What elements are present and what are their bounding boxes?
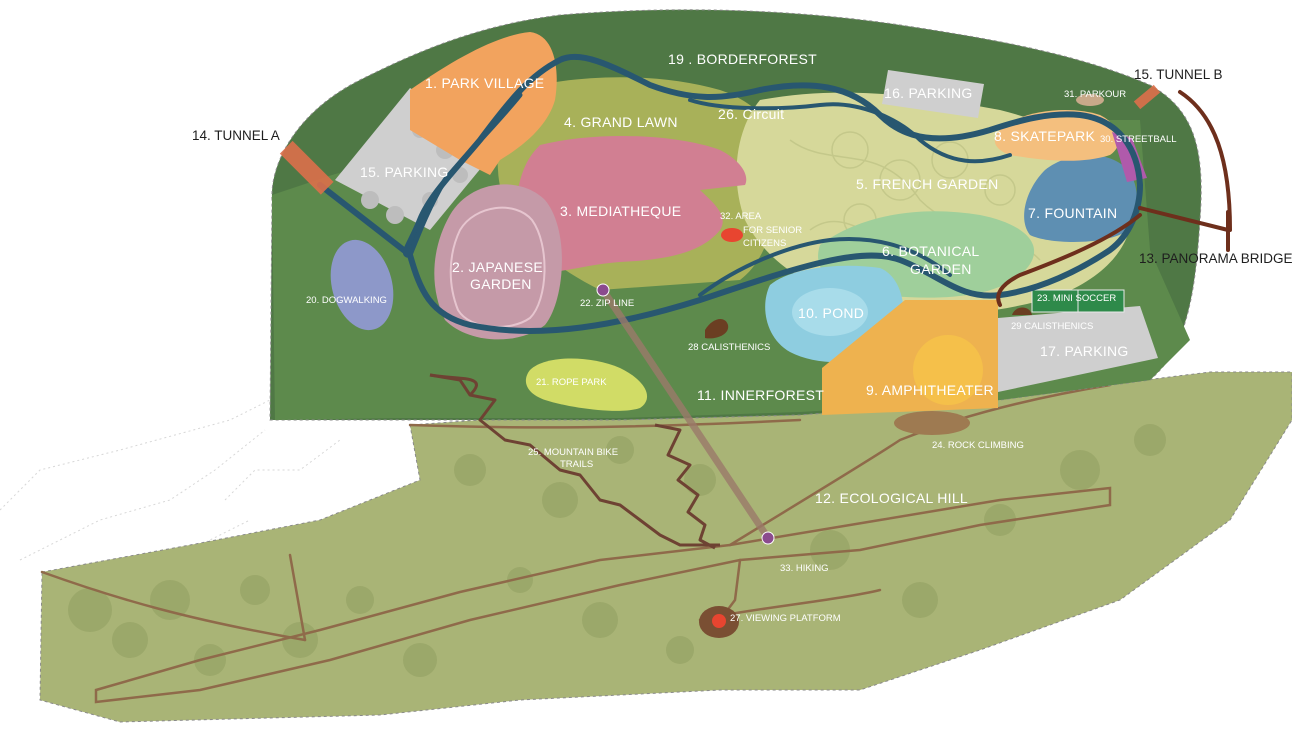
label-circuit: 26. Circuit — [718, 106, 784, 122]
label-park-village: 1. PARK VILLAGE — [425, 75, 544, 91]
japanese-garden-ring — [449, 206, 546, 328]
parking-17 — [998, 306, 1158, 392]
label-tunnel-b: 15. TUNNEL B — [1134, 67, 1223, 82]
ecological-hill-area — [39, 371, 1292, 723]
label-innerforest: 11. INNERFOREST — [697, 387, 824, 403]
zip-line-bottom-station — [761, 531, 775, 545]
label-calisthenics-29: 29 CALISTHENICS — [1011, 321, 1093, 332]
park-village-area — [410, 32, 557, 175]
label-parking-17: 17. PARKING — [1040, 343, 1129, 359]
zip-line-top-station — [596, 283, 610, 297]
pond-inner — [792, 288, 868, 336]
label-zip-line: 22. ZIP LINE — [580, 298, 634, 309]
mediatheque-area — [513, 135, 747, 272]
skatepark-area — [994, 110, 1119, 161]
label-grand-lawn: 4. GRAND LAWN — [564, 114, 678, 130]
calisthenics-28-area — [705, 318, 729, 339]
rock-climbing-area — [894, 411, 970, 435]
label-parking-15: 15. PARKING — [360, 164, 449, 180]
label-calisthenics-28: 28 CALISTHENICS — [688, 342, 770, 353]
label-mini-soccer: 23. MINI SOCCER — [1037, 293, 1116, 304]
label-rope-park: 21. ROPE PARK — [536, 377, 607, 388]
label-mountain-bike-line2: TRAILS — [560, 459, 593, 470]
label-borderforest: 19 . BORDERFOREST — [668, 51, 817, 67]
parking-16 — [882, 70, 984, 118]
panorama-bridge — [996, 90, 1232, 307]
label-japanese-garden-line1: 2. JAPANESE — [452, 259, 543, 275]
label-tunnel-a: 14. TUNNEL A — [192, 128, 280, 143]
circuit-track — [317, 53, 1143, 334]
label-senior-area-line1: 32. AREA — [720, 211, 762, 222]
fountain-area — [1024, 155, 1137, 242]
label-panorama-bridge: 13. PANORAMA BRIDGE — [1139, 251, 1292, 266]
amphitheater-stage — [913, 335, 983, 405]
label-fountain: 7. FOUNTAIN — [1028, 205, 1117, 221]
label-japanese-garden-line2: GARDEN — [470, 276, 532, 292]
senior-area-marker — [721, 228, 743, 242]
hill-trails — [40, 383, 1112, 704]
label-french-garden: 5. FRENCH GARDEN — [856, 176, 998, 192]
label-amphitheater: 9. AMPHITHEATER — [866, 382, 994, 398]
tunnel-a-marker — [279, 140, 334, 195]
viewing-platform-marker — [712, 614, 726, 628]
label-viewing-platform: 27. VIEWING PLATFORM — [730, 613, 841, 624]
label-mountain-bike-line1: 25. MOUNTAIN BIKE — [528, 447, 618, 458]
rope-park-area — [525, 358, 648, 411]
label-ecological-hill: 12. ECOLOGICAL HILL — [815, 490, 968, 506]
zip-line-cable — [600, 288, 771, 540]
label-parking-16: 16. PARKING — [884, 85, 973, 101]
label-streetball: 30. STREETBALL — [1100, 134, 1177, 145]
label-senior-area-line3: CITIZENS — [743, 238, 786, 249]
label-hiking: 33. HIKING — [780, 563, 829, 574]
label-skatepark: 8. SKATEPARK — [994, 128, 1095, 144]
label-botanical-garden-line2: GARDEN — [910, 261, 972, 277]
dogwalking-area — [330, 239, 394, 331]
calisthenics-29-area — [1012, 307, 1032, 315]
label-parkour: 31. PARKOUR — [1064, 89, 1126, 100]
label-botanical-garden-line1: 6. BOTANICAL — [882, 243, 979, 259]
parkour-area — [1076, 94, 1104, 106]
label-rock-climbing: 24. ROCK CLIMBING — [932, 440, 1024, 451]
label-dogwalking: 20. DOGWALKING — [306, 295, 387, 306]
mountain-bike-trails — [429, 373, 720, 550]
tunnel-b-marker — [1133, 84, 1161, 110]
label-mediatheque: 3. MEDIATHEQUE — [560, 203, 681, 219]
label-pond: 10. POND — [798, 305, 864, 321]
hill-tree-texture — [68, 424, 1166, 677]
label-senior-area-line2: FOR SENIOR — [743, 225, 802, 236]
